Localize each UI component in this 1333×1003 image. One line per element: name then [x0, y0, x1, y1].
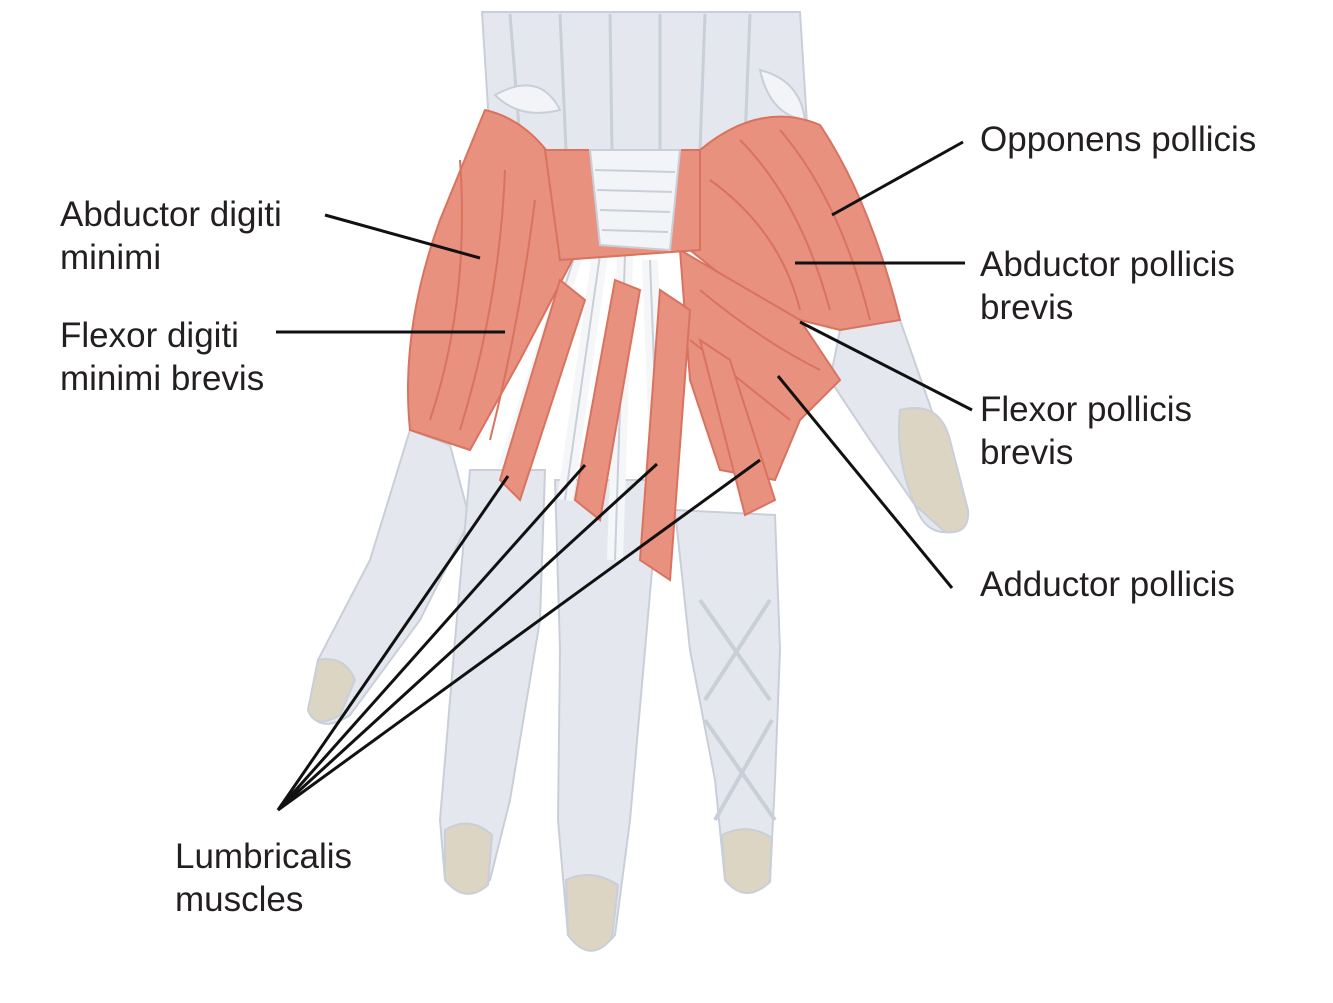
- label-line: minimi brevis: [60, 359, 265, 398]
- leader-opponens-pollicis: [831, 140, 964, 217]
- label-flexor-pollicis-brevis: Flexor pollicis brevis: [980, 388, 1192, 474]
- label-line: Abductor digiti: [60, 195, 282, 234]
- label-line: Lumbricalis: [175, 837, 352, 876]
- leader-lumbrical-1: [276, 475, 510, 811]
- leader-abductor-digiti-minimi: [324, 213, 481, 260]
- label-lumbricalis-muscles: Lumbricalis muscles: [175, 835, 352, 921]
- label-line: Flexor digiti: [60, 316, 239, 355]
- leader-lumbrical-3: [276, 462, 659, 812]
- label-line: Flexor pollicis: [980, 390, 1192, 429]
- label-line: Adductor pollicis: [980, 565, 1235, 604]
- leader-lumbrical-2: [276, 464, 587, 811]
- leader-flexor-pollicis-brevis: [799, 320, 973, 412]
- palm-muscles: [407, 108, 902, 582]
- label-line: minimi: [60, 238, 162, 277]
- label-line: Abductor pollicis: [980, 245, 1235, 284]
- label-adductor-pollicis: Adductor pollicis: [980, 563, 1235, 606]
- label-opponens-pollicis: Opponens pollicis: [980, 118, 1256, 161]
- leader-lumbrical-4: [277, 458, 761, 812]
- label-line: muscles: [175, 880, 304, 919]
- label-line: Opponens pollicis: [980, 120, 1257, 159]
- label-flexor-digiti-minimi-brevis: Flexor digiti minimi brevis: [60, 314, 264, 400]
- fingers: [306, 252, 970, 952]
- label-abductor-pollicis-brevis: Abductor pollicis brevis: [980, 243, 1235, 329]
- leader-adductor-pollicis: [776, 375, 954, 589]
- label-abductor-digiti-minimi: Abductor digiti minimi: [60, 193, 282, 279]
- label-line: brevis: [980, 433, 1074, 472]
- leader-lines: [276, 140, 973, 812]
- label-line: brevis: [980, 288, 1074, 327]
